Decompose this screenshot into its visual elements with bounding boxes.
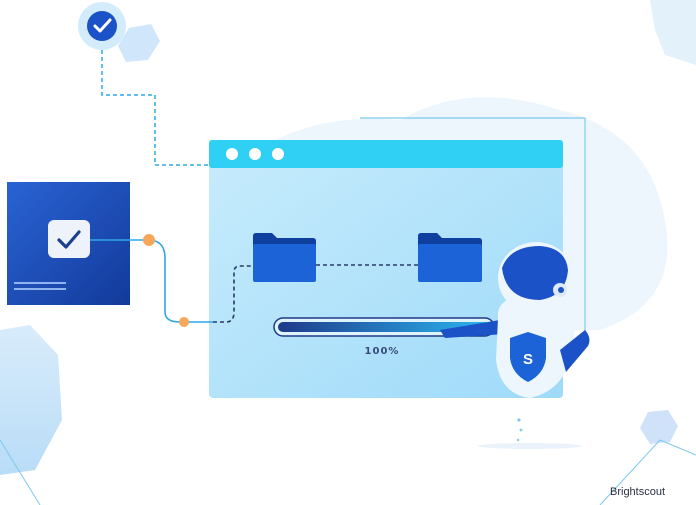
check-circle-icon [93, 18, 112, 33]
connector-node [143, 234, 155, 246]
dashed-connector [101, 50, 210, 166]
robot-shield [510, 332, 546, 382]
progress-label: 100% [364, 346, 400, 357]
brand-logo-text: Brightscout [610, 486, 666, 498]
outline-frame [360, 117, 586, 340]
deco-line [659, 439, 696, 456]
robot-shadow [478, 443, 582, 449]
deco-line [599, 439, 661, 505]
robot-arm-right [560, 330, 590, 372]
check-badge [87, 11, 117, 41]
robot-visor [502, 246, 568, 300]
hexagon-bottom-right [640, 410, 678, 444]
folder-icon [418, 233, 482, 282]
hexagon-top-left [118, 24, 160, 62]
window-dot [249, 148, 261, 160]
checkbox-check [57, 230, 81, 249]
connector-node [179, 317, 189, 327]
robot-ear-dot [558, 287, 564, 293]
folder-icon [253, 233, 316, 282]
robot-icon [440, 242, 590, 449]
robot-badge-letter: S [523, 351, 533, 368]
deco-line [0, 439, 41, 505]
browser-bar [209, 140, 563, 168]
solid-connector-inner [213, 265, 253, 323]
hexagon-bottom-left [0, 325, 62, 475]
window-dot [272, 148, 284, 160]
progress-fill [278, 322, 490, 332]
hexagon-top-right [650, 0, 696, 65]
checkbox-icon [48, 220, 90, 258]
window-dot [226, 148, 238, 160]
robot-arm-left [440, 320, 505, 338]
